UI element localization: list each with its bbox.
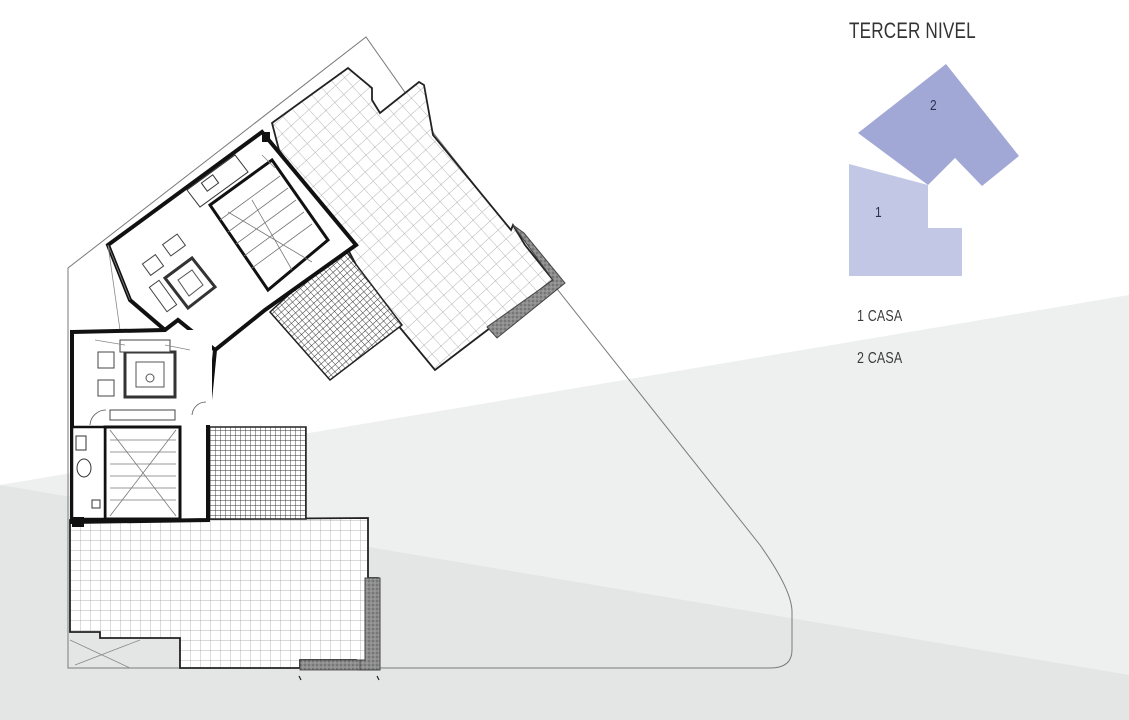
upper-stone-strip	[486, 224, 566, 339]
key-unit-2	[858, 64, 1019, 186]
level-title: TERCER NIVEL	[849, 18, 976, 43]
upper-rug	[162, 255, 218, 311]
key-unit-2-number: 2	[930, 97, 937, 114]
lower-stone-threshold	[299, 659, 361, 671]
lower-hatch-court	[207, 426, 307, 520]
key-plan	[849, 64, 1019, 276]
unit-1-plan	[69, 317, 381, 681]
legend-item-2: 2 CASA	[857, 350, 903, 367]
property-boundary	[67, 36, 793, 669]
unit-2-plan	[105, 66, 566, 382]
key-unit-1-number: 1	[875, 204, 882, 221]
upper-stair-core	[207, 157, 331, 293]
legend-item-1: 1 CASA	[857, 308, 903, 325]
key-unit-1	[849, 164, 962, 276]
